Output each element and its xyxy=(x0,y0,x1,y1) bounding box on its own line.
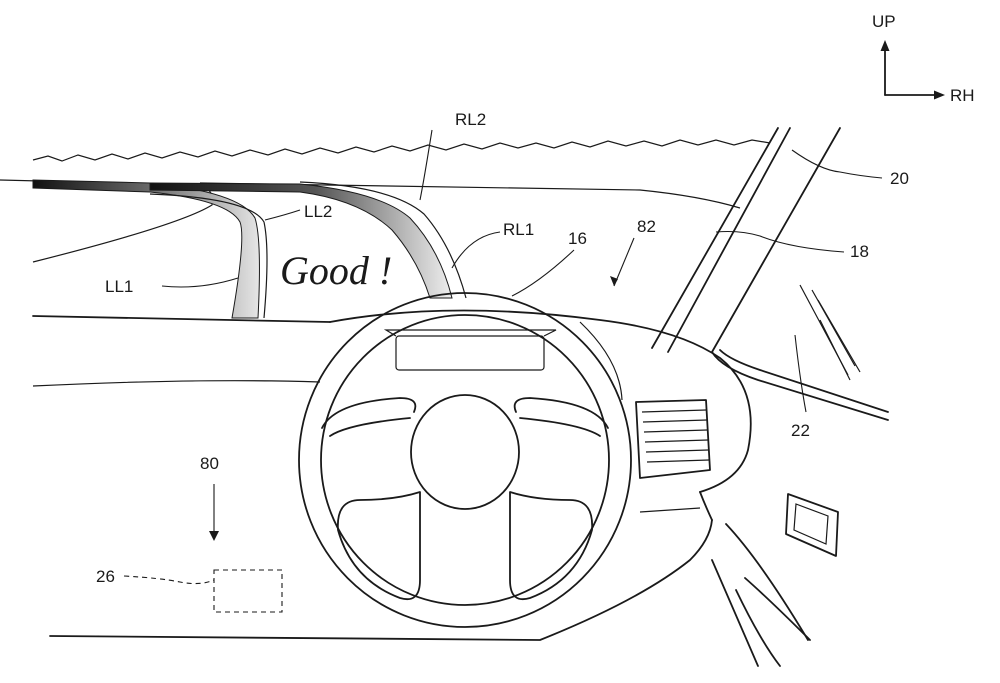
leader-lines xyxy=(123,129,883,585)
lane-line-ll2-edge xyxy=(149,193,268,319)
label-ll1: LL1 xyxy=(105,277,133,296)
horizon-treeline xyxy=(32,139,771,162)
up-label: UP xyxy=(872,12,896,31)
device-26-box xyxy=(213,569,283,613)
label-26: 26 xyxy=(96,567,115,586)
lane-line-rl2-edge xyxy=(299,181,467,299)
dashboard-trim xyxy=(639,507,701,513)
dashboard-side xyxy=(699,491,713,521)
label-rl1: RL1 xyxy=(503,220,534,239)
reference-labels: RL2 LL2 RL1 LL1 16 82 20 18 22 80 26 xyxy=(96,110,909,586)
label-80: 80 xyxy=(200,454,219,473)
steering-wheel xyxy=(298,292,632,628)
label-18: 18 xyxy=(850,242,869,261)
dashboard-top-edge xyxy=(32,315,331,323)
lane-line-ll xyxy=(32,179,260,319)
label-22: 22 xyxy=(791,421,810,440)
air-vent xyxy=(635,399,711,479)
label-16: 16 xyxy=(568,229,587,248)
dashboard-lower-line xyxy=(32,380,321,387)
label-82: 82 xyxy=(637,217,656,236)
label-20: 20 xyxy=(890,169,909,188)
lane-line-rl xyxy=(149,182,453,299)
label-ll2: LL2 xyxy=(304,202,332,221)
window-reflection xyxy=(799,284,861,381)
rh-label: RH xyxy=(950,86,975,105)
a-pillar xyxy=(651,127,889,421)
label-rl2: RL2 xyxy=(455,110,486,129)
meter-hood xyxy=(329,309,752,493)
door-panel xyxy=(711,493,839,667)
dashboard-lower-edge xyxy=(49,519,713,641)
orientation-indicator: UP RH xyxy=(872,12,975,105)
good-message: Good ! xyxy=(280,248,392,293)
road-horizon xyxy=(199,182,741,209)
